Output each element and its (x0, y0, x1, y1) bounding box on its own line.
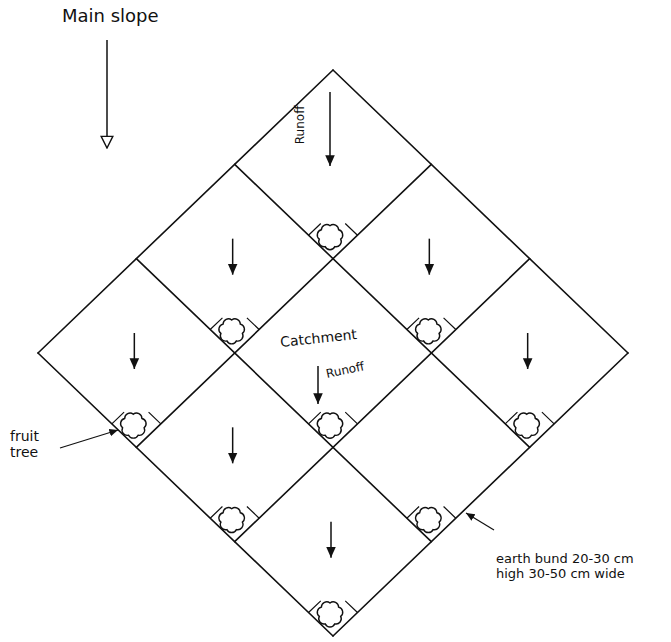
earth-bund (333, 353, 628, 636)
fruit-tree (317, 413, 342, 438)
slope-arrow (106, 40, 108, 148)
slope-label: Main slope (62, 6, 159, 27)
runoff-arrow (527, 333, 529, 369)
fruit-tree (317, 602, 342, 627)
fruit-tree (416, 319, 442, 344)
leader-line (60, 430, 118, 448)
bund-label: earth bund 20-30 cm high 30-50 cm wide (496, 552, 654, 582)
earth-bund (136, 259, 431, 542)
earth-bund (333, 70, 628, 353)
earth-bund (136, 164, 431, 447)
runoff-arrow (134, 333, 136, 369)
runoff-label: Runoff (325, 360, 366, 382)
runoff-arrow (317, 366, 319, 404)
runoff-label: Runoff (294, 106, 308, 145)
earth-bund (235, 259, 530, 542)
runoff-arrow (429, 239, 431, 275)
tree-label: fruit tree (10, 428, 52, 460)
catchment-label: Catchment (279, 326, 357, 350)
leader-line (466, 513, 494, 530)
earth-bund (235, 164, 530, 447)
fruit-tree (121, 413, 147, 438)
runoff-arrow (330, 522, 332, 558)
fruit-tree (219, 508, 245, 533)
earth-bund (38, 70, 333, 353)
runoff-arrow (232, 239, 234, 275)
earth-bund (38, 353, 333, 636)
fruit-tree (219, 319, 245, 344)
fruit-tree (514, 413, 540, 438)
fruit-tree (317, 225, 342, 250)
runoff-arrow (329, 92, 331, 166)
fruit-tree (416, 508, 442, 533)
runoff-arrow (232, 427, 234, 463)
